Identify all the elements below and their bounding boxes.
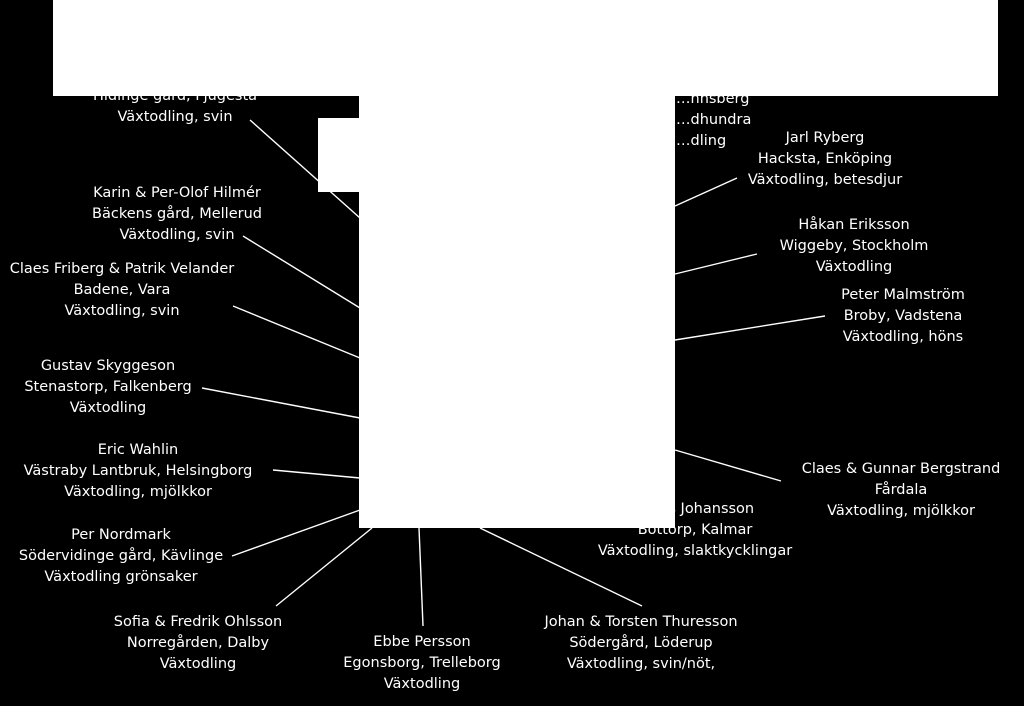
connector-line-malmstrom <box>674 315 826 341</box>
farm-activity: Växtodling, svin <box>117 109 233 125</box>
farm-label-wahlin: Eric Wahlin Västraby Lantbruk, Helsingbo… <box>24 440 253 503</box>
farm-place: Hacksta, Enköping <box>757 151 893 167</box>
farm-place: Egonsborg, Trelleborg <box>343 655 501 671</box>
connector-line-skyggeson <box>201 387 361 419</box>
farm-place: Wiggeby, Stockholm <box>779 238 929 254</box>
farm-label-hilmer: Karin & Per-Olof Hilmér Bäckens gård, Me… <box>92 183 262 246</box>
farm-place: Broby, Vadstena <box>843 308 963 324</box>
farm-activity: Växtodling, svin/nöt, <box>566 656 716 672</box>
farm-place: Södergård, Löderup <box>569 635 713 651</box>
farm-label-ohlsson: Sofia & Fredrik Ohlsson Norregården, Dal… <box>114 612 282 675</box>
farm-name: Claes & Gunnar Bergstrand <box>801 461 1001 477</box>
farm-label-truncated-top: …nnsberg …dhundra <box>676 89 751 131</box>
farm-place: Västraby Lantbruk, Helsingborg <box>23 463 253 479</box>
farm-activity: Växtodling, svin <box>119 227 235 243</box>
farm-label-skyggeson: Gustav Skyggeson Stenastorp, Falkenberg … <box>24 356 191 419</box>
farm-label-nordmark: Per Nordmark Södervidinge gård, Kävlinge… <box>19 525 223 588</box>
top-banner <box>53 0 998 96</box>
farm-name: Håkan Eriksson <box>798 217 910 233</box>
farm-label-bergstrand: Claes & Gunnar Bergstrand Fårdala Växtod… <box>802 459 1001 522</box>
farm-place: Bäckens gård, Mellerud <box>92 206 262 222</box>
farm-place: Norregården, Dalby <box>126 635 270 651</box>
farm-place: Badene, Vara <box>73 282 171 298</box>
farm-label-persson: Ebbe Persson Egonsborg, Trelleborg Växto… <box>343 632 500 695</box>
connector-line-nordmark <box>231 509 361 557</box>
farm-label-ryberg: Jarl Ryberg Hacksta, Enköping Växtodling… <box>748 128 902 191</box>
connector-line-eriksson <box>674 253 758 275</box>
connector-line-wahlin <box>272 469 361 479</box>
farm-activity: Växtodling grönsaker <box>44 569 198 585</box>
farm-label-malmstrom: Peter Malmström Broby, Vadstena Växtodli… <box>841 285 965 348</box>
connector-line-hilmer <box>242 235 361 309</box>
farm-activity: Växtodling, höns <box>842 329 964 345</box>
farm-activity: …dhundra <box>676 112 752 128</box>
connector-line-hidinge <box>249 119 361 219</box>
farm-label-johansson: …s Johansson Bottorp, Kalmar Växtodling,… <box>598 499 792 562</box>
farm-place: Södervidinge gård, Kävlinge <box>18 548 224 564</box>
connector-line-ohlsson <box>275 527 373 607</box>
farm-place: …nnsberg <box>676 91 750 107</box>
farm-name: Peter Malmström <box>841 287 965 303</box>
farm-activity: Växtodling <box>383 676 461 692</box>
farm-activity: Växtodling, svin <box>64 303 180 319</box>
farm-activity: Växtodling <box>159 656 237 672</box>
farm-name: Johan & Torsten Thuresson <box>544 614 738 630</box>
farm-place: Stenastorp, Falkenberg <box>24 379 192 395</box>
farm-name: Ebbe Persson <box>373 634 471 650</box>
farm-place: Bottorp, Kalmar <box>637 522 753 538</box>
farm-name: Claes Friberg & Patrik Velander <box>9 261 235 277</box>
farm-activity: Växtodling, betesdjur <box>747 172 903 188</box>
farm-name: Per Nordmark <box>71 527 171 543</box>
farm-name: Eric Wahlin <box>97 442 179 458</box>
connector-line-thuresson <box>479 527 643 607</box>
farm-label-hidinge: Hidinge gård, Fjugesta Växtodling, svin <box>93 86 257 128</box>
farm-label-friberg: Claes Friberg & Patrik Velander Badene, … <box>10 259 235 322</box>
farm-name: Jarl Ryberg <box>785 130 865 146</box>
center-panel-tab <box>318 118 359 192</box>
connector-line-bergstrand <box>674 449 782 482</box>
farm-activity: Växtodling, mjölkkor <box>827 503 975 519</box>
farm-label-eriksson: Håkan Eriksson Wiggeby, Stockholm Växtod… <box>780 215 929 278</box>
farm-place: Hidinge gård, Fjugesta <box>92 88 258 104</box>
farm-activity: Växtodling, slaktkycklingar <box>597 543 793 559</box>
farm-activity: …dling <box>676 133 727 149</box>
connector-line-persson <box>418 527 424 627</box>
connector-line-friberg <box>232 305 361 359</box>
center-panel <box>359 96 675 528</box>
farm-activity: Växtodling, mjölkkor <box>64 484 212 500</box>
farm-name: Gustav Skyggeson <box>40 358 176 374</box>
farm-label-truncated-top-2: …dling <box>676 131 726 152</box>
farm-place: Fårdala <box>874 482 928 498</box>
farm-name: Sofia & Fredrik Ohlsson <box>113 614 283 630</box>
farm-activity: Växtodling <box>815 259 893 275</box>
farm-name: Karin & Per-Olof Hilmér <box>93 185 261 201</box>
farm-name: …s Johansson <box>653 501 755 517</box>
farm-activity: Växtodling <box>69 400 147 416</box>
connector-line-ryberg <box>674 177 738 207</box>
farm-label-thuresson: Johan & Torsten Thuresson Södergård, Löd… <box>544 612 737 675</box>
